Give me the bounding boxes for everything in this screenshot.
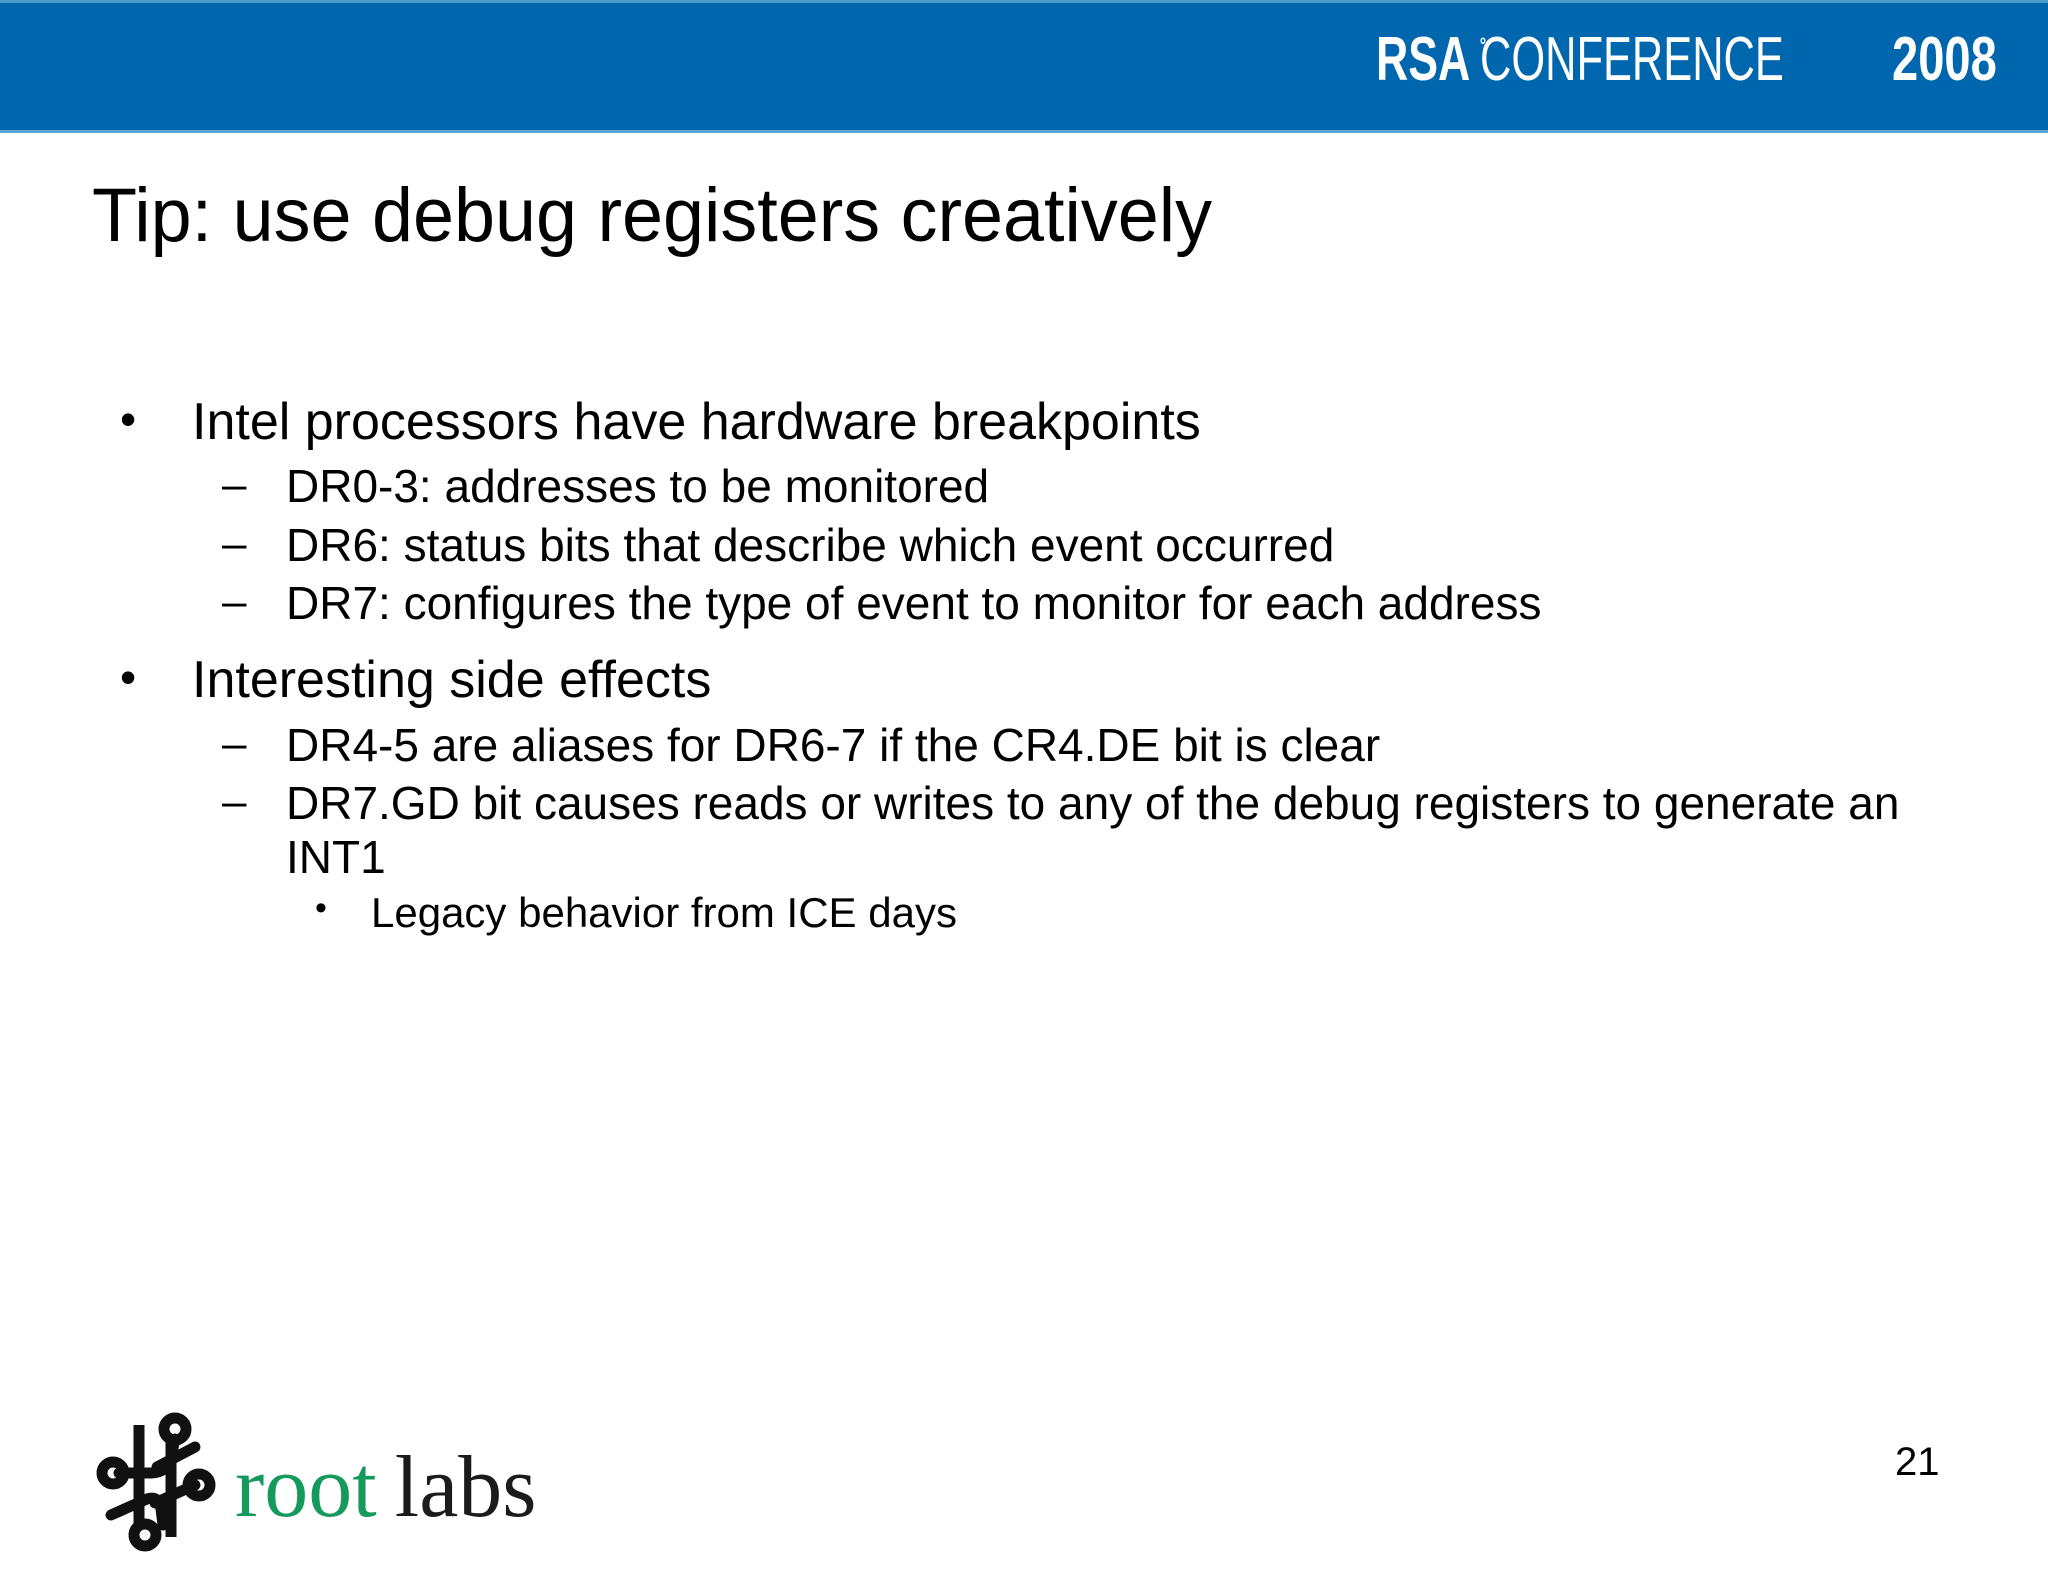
header-band-top-edge xyxy=(0,0,2048,3)
rsa-logo-rsa-text: RSA xyxy=(1376,25,1471,94)
bullet-marker-icon: – xyxy=(222,576,247,626)
bullet-text: DR7: configures the type of event to mon… xyxy=(286,576,1542,629)
bullet-text: Legacy behavior from ICE days xyxy=(371,889,957,937)
rsa-conference-2008-logo: RSA ° CONFERENCE 2008 xyxy=(1376,24,2030,95)
bullet-text: DR0-3: addresses to be monitored xyxy=(286,460,990,513)
bullet-marker-icon: • xyxy=(315,889,327,928)
header-band-bottom-edge xyxy=(0,130,2048,133)
bullet-item-level-2: –DR6: status bits that describe which ev… xyxy=(0,518,2048,572)
bullet-marker-icon: – xyxy=(222,718,247,768)
bullet-list: • Intel processors have hardware breakpoi… xyxy=(0,392,2048,942)
bullet-text: Intel processors have hardware breakpoin… xyxy=(192,393,1201,451)
bullet-item-level-1: • Interesting side effects xyxy=(0,650,2048,711)
bullet-item-level-1: • Intel processors have hardware breakpoi… xyxy=(0,392,2048,453)
bullet-marker-icon: – xyxy=(222,776,247,826)
bullet-text: DR6: status bits that describe which eve… xyxy=(286,518,1335,571)
bullet-item-level-2: –DR7: configures the type of event to mo… xyxy=(0,576,2048,630)
rsa-logo-degree-icon: ° xyxy=(1479,35,1486,57)
bullet-marker-icon: • xyxy=(120,393,137,445)
bullet-marker-icon: – xyxy=(222,518,247,568)
bullet-item-level-2: –DR0-3: addresses to be monitored xyxy=(0,459,2048,513)
root-labs-word-root: root xyxy=(235,1439,377,1536)
rsa-logo-conference-text: CONFERENCE xyxy=(1480,25,1784,94)
header-band: RSA ° CONFERENCE 2008 xyxy=(0,0,2048,133)
bullet-text: Interesting side effects xyxy=(192,651,712,710)
rsa-logo-year-text: 2008 xyxy=(1892,25,1997,94)
bullet-item-level-2: –DR4-5 are aliases for DR6-7 if the CR4.… xyxy=(0,718,2048,772)
bullet-text: DR4-5 are aliases for DR6-7 if the CR4.D… xyxy=(286,718,1381,771)
bullet-marker-icon: • xyxy=(120,651,137,704)
bullet-item-level-3: • Legacy behavior from ICE days xyxy=(0,888,2048,938)
circuit-trace-icon xyxy=(96,1412,216,1552)
page-number: 21 xyxy=(1895,1440,1940,1484)
root-labs-word-labs: labs xyxy=(394,1439,537,1536)
bullet-text: DR7.GD bit causes reads or writes to any… xyxy=(286,776,1900,884)
bullet-marker-icon: – xyxy=(222,460,247,510)
page-title: Tip: use debug registers creatively xyxy=(92,173,1212,258)
bullet-item-level-2: –DR7.GD bit causes reads or writes to an… xyxy=(0,776,2048,885)
